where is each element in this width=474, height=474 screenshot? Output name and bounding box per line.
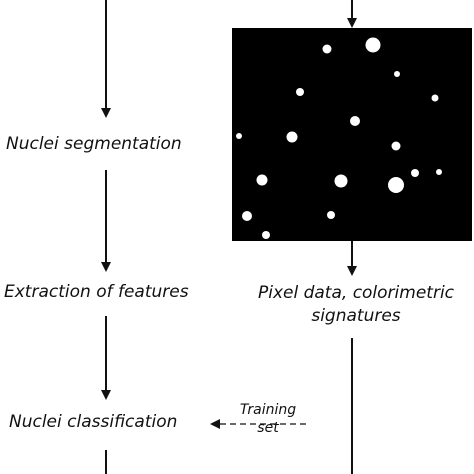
nuclei-mask-image — [232, 28, 472, 241]
training-set-line-1: Training — [239, 402, 297, 418]
nuclei-dots — [236, 37, 442, 239]
step-extraction-of-features: Extraction of features — [4, 282, 189, 302]
step-nuclei-segmentation: Nuclei segmentation — [6, 134, 182, 154]
nucleus-dot — [411, 169, 419, 177]
step-nuclei-classification: Nuclei classification — [9, 412, 178, 432]
nucleus-dot — [391, 141, 401, 151]
pixel-data-line-1: Pixel data, colorimetric — [257, 283, 455, 303]
nucleus-dot — [236, 133, 242, 139]
nucleus-dot — [431, 94, 439, 102]
pixel-data-label: Pixel data, colorimetric signatures — [236, 282, 474, 328]
nucleus-dot — [388, 177, 404, 193]
training-set-line-2: set — [257, 419, 279, 436]
nucleus-dot — [350, 116, 360, 126]
nucleus-dot — [334, 174, 348, 188]
training-set-label: Training set — [228, 402, 308, 438]
nucleus-dot — [365, 37, 381, 53]
nucleus-dot — [256, 174, 268, 186]
nucleus-dot — [262, 231, 270, 239]
nucleus-dot — [327, 211, 335, 219]
nucleus-dot — [322, 44, 332, 54]
pixel-data-line-2: signatures — [311, 305, 401, 326]
nucleus-dot — [242, 211, 252, 221]
nucleus-dot — [394, 71, 400, 77]
nucleus-dot — [436, 169, 442, 175]
nucleus-dot — [296, 88, 304, 96]
nucleus-dot — [286, 131, 298, 143]
